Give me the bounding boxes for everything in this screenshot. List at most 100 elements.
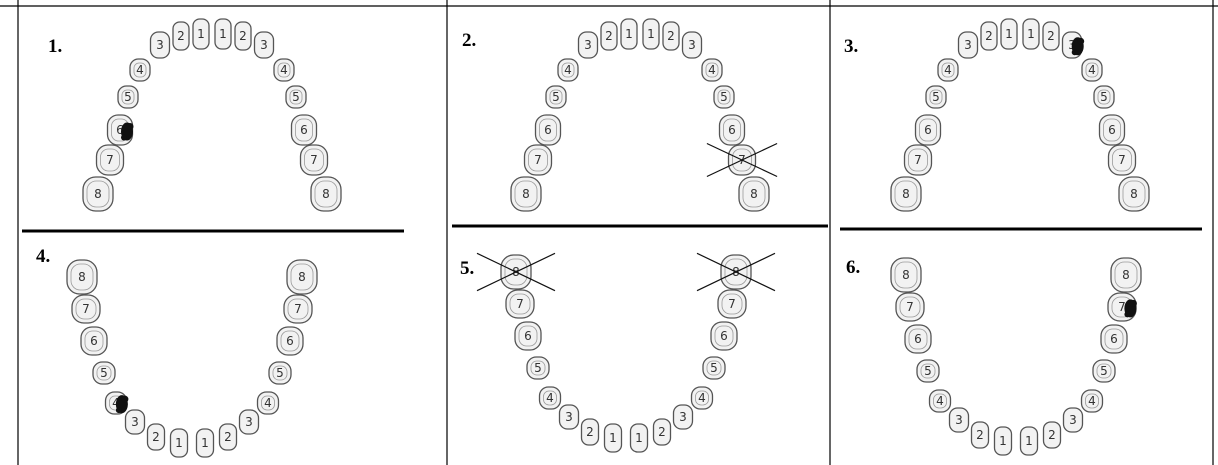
tooth-number: 3 (245, 415, 253, 429)
tooth-number: 3 (679, 410, 687, 424)
row-separators (22, 226, 1202, 231)
tooth-right-5: 5 (714, 86, 734, 108)
tooth-right-6: 6 (720, 115, 745, 145)
tooth-right-2: 2 (220, 424, 237, 450)
tooth-number: 7 (516, 297, 524, 311)
tooth-number: 3 (584, 38, 592, 52)
tooth-right-1: 1 (643, 19, 659, 49)
tooth-number: 4 (546, 391, 554, 405)
tooth-left-3: 3 (579, 32, 598, 58)
panel-1: 1.1234567812345678 (48, 19, 341, 211)
tooth-number: 4 (1088, 63, 1096, 77)
tooth-number: 6 (914, 332, 922, 346)
tooth-left-1: 1 (605, 424, 622, 452)
tooth-left-4: 4 (938, 59, 958, 81)
tooth-number: 6 (924, 123, 932, 137)
tooth-right-1: 1 (1023, 19, 1039, 49)
tooth-number: 5 (924, 364, 932, 378)
tooth-number: 8 (94, 187, 102, 201)
tooth-number: 3 (156, 38, 164, 52)
tooth-left-6: 6 (81, 327, 107, 355)
tooth-left-6: 6 (905, 325, 931, 353)
tooth-number: 7 (1118, 153, 1126, 167)
tooth-left-3: 3 (126, 410, 145, 434)
tooth-right-8: 8 (1111, 258, 1141, 292)
tooth-left-1: 1 (995, 427, 1012, 455)
tooth-number: 5 (276, 366, 284, 380)
tooth-number: 7 (914, 153, 922, 167)
tooth-left-7: 7 (525, 145, 552, 175)
tooth-right-4: 4 (692, 387, 713, 409)
tooth-number: 1 (1025, 434, 1033, 448)
tooth-number: 8 (902, 187, 910, 201)
tooth-right-1: 1 (215, 19, 231, 49)
tooth-number: 2 (985, 29, 993, 43)
caries-mark (1072, 37, 1085, 55)
panel-label: 2. (462, 30, 476, 51)
tooth-left-4: 4 (130, 59, 150, 81)
tooth-right-2: 2 (1044, 422, 1061, 448)
tooth-left-2: 2 (972, 422, 989, 448)
tooth-left-2: 2 (981, 22, 997, 50)
tooth-left-5: 5 (118, 86, 138, 108)
tooth-right-8: 8 (311, 177, 341, 211)
panel-label: 1. (48, 36, 62, 57)
tooth-number: 2 (586, 425, 594, 439)
tooth-left-4: 4 (930, 390, 951, 412)
tooth-number: 8 (902, 268, 910, 282)
tooth-right-4: 4 (702, 59, 722, 81)
tooth-number: 7 (294, 302, 302, 316)
tooth-left-8: 8 (891, 258, 921, 292)
tooth-number: 4 (708, 63, 716, 77)
tooth-number: 1 (609, 431, 617, 445)
tooth-number: 5 (710, 361, 718, 375)
tooth-number: 5 (1100, 364, 1108, 378)
tooth-number: 1 (197, 27, 205, 41)
tooth-number: 3 (1069, 413, 1077, 427)
tooth-left-7: 7 (72, 295, 100, 323)
panel-label: 6. (846, 257, 860, 278)
tooth-right-5: 5 (286, 86, 306, 108)
tooth-left-7: 7 (896, 293, 924, 321)
tooth-number: 5 (552, 90, 560, 104)
tooth-right-4: 4 (1082, 59, 1102, 81)
tooth-right-2: 2 (663, 22, 679, 50)
tooth-right-7: 7 (718, 290, 746, 318)
tooth-right-4: 4 (258, 392, 279, 414)
tooth-number: 2 (605, 29, 613, 43)
tooth-left-2: 2 (148, 424, 165, 450)
tooth-number: 3 (260, 38, 268, 52)
tooth-left-6: 6 (536, 115, 561, 145)
tooth-number: 4 (698, 391, 706, 405)
tooth-left-5: 5 (93, 362, 115, 384)
tooth-number: 2 (658, 425, 666, 439)
tooth-number: 2 (667, 29, 675, 43)
tooth-left-3: 3 (959, 32, 978, 58)
tooth-left-8: 8 (511, 177, 541, 211)
tooth-number: 6 (300, 123, 308, 137)
tooth-left-2: 2 (601, 22, 617, 50)
tooth-number: 1 (219, 27, 227, 41)
tooth-right-7: 7 (284, 295, 312, 323)
tooth-number: 1 (1027, 27, 1035, 41)
tooth-number: 4 (944, 63, 952, 77)
tooth-right-1: 1 (197, 429, 214, 457)
tooth-right-5: 5 (703, 357, 725, 379)
tooth-number: 7 (728, 297, 736, 311)
tooth-number: 6 (90, 334, 98, 348)
tooth-left-4: 4 (540, 387, 561, 409)
tooth-number: 4 (136, 63, 144, 77)
tooth-left-7: 7 (506, 290, 534, 318)
tooth-right-6: 6 (277, 327, 303, 355)
tooth-left-4: 4 (558, 59, 578, 81)
tooth-right-4: 4 (274, 59, 294, 81)
tooth-right-1: 1 (631, 424, 648, 452)
tooth-right-8: 8 (287, 260, 317, 294)
tooth-left-1: 1 (171, 429, 188, 457)
tooth-right-5: 5 (1093, 360, 1115, 382)
